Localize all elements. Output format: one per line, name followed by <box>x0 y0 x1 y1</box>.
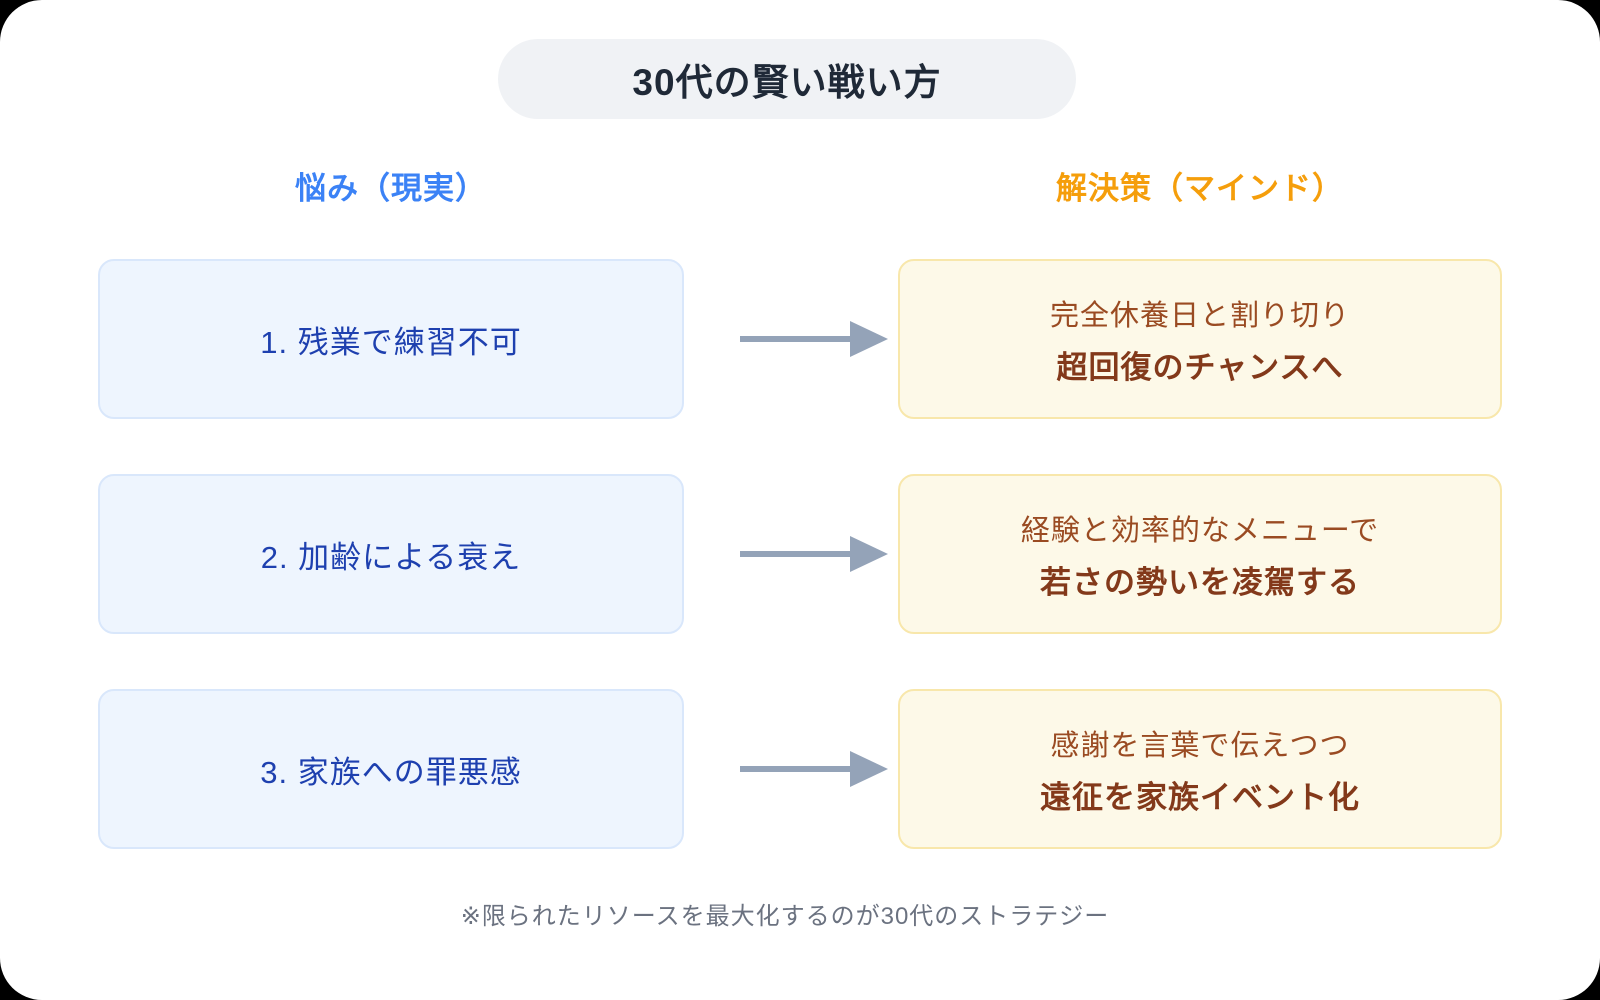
solution-2-line1: 経験と効率的なメニューで <box>1020 514 1380 547</box>
problem-1-label: 1. 残業で練習不可 <box>260 324 522 360</box>
arrow-right-icon <box>740 536 888 572</box>
page-title: 30代の賢い戦い方 <box>632 62 942 103</box>
solution-1-line1: 完全休養日と割り切り <box>1049 299 1350 332</box>
solution-box-3: 感謝を言葉で伝えつつ 遠征を家族イベント化 <box>898 689 1502 849</box>
arrow-head <box>850 321 888 357</box>
arrow-right-icon <box>740 751 888 787</box>
solution-1-line2: 超回復のチャンスへ <box>1056 349 1344 385</box>
solution-box-2: 経験と効率的なメニューで 若さの勢いを凌駕する <box>898 474 1502 634</box>
arrow-shaft <box>740 336 852 342</box>
solution-3-line2: 遠征を家族イベント化 <box>1040 779 1360 815</box>
arrow-head <box>850 536 888 572</box>
column-header-solutions-label: 解決策（マインド） <box>1056 170 1344 206</box>
arrow-right-icon <box>740 321 888 357</box>
arrow-head <box>850 751 888 787</box>
solution-3-line1: 感謝を言葉で伝えつつ <box>1050 729 1350 762</box>
column-header-problems: 悩み（現実） <box>98 163 684 207</box>
problem-2-label: 2. 加齢による衰え <box>260 539 522 575</box>
column-header-problems-label: 悩み（現実） <box>295 170 487 206</box>
problem-3-label: 3. 家族への罪悪感 <box>260 754 522 790</box>
arrow-shaft <box>740 551 852 557</box>
solution-2-line2: 若さの勢いを凌駕する <box>1040 564 1360 600</box>
title-pill: 30代の賢い戦い方 <box>498 39 1076 119</box>
column-header-solutions: 解決策（マインド） <box>898 163 1502 207</box>
footer-note: ※限られたリソースを最大化するのが30代のストラテジー <box>460 903 1110 930</box>
problem-box-2: 2. 加齢による衰え <box>98 474 684 634</box>
solution-box-1: 完全休養日と割り切り 超回復のチャンスへ <box>898 259 1502 419</box>
problem-box-1: 1. 残業で練習不可 <box>98 259 684 419</box>
problem-box-3: 3. 家族への罪悪感 <box>98 689 684 849</box>
arrow-shaft <box>740 766 852 772</box>
